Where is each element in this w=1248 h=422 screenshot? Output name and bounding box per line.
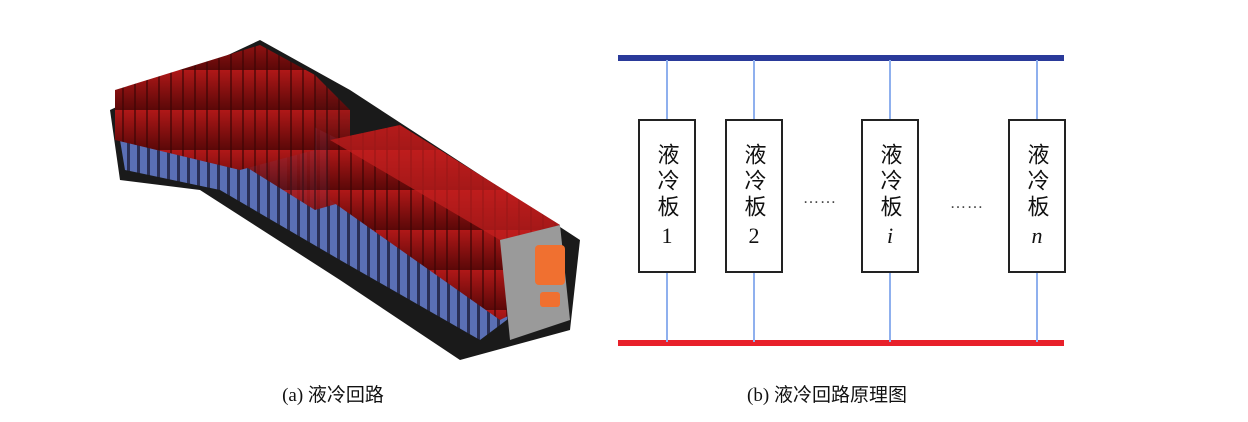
ellipsis: ……: [950, 195, 984, 212]
battery-pack-image: [110, 40, 580, 360]
cooling-plate-1: 液冷板 1: [638, 119, 696, 273]
plate-index: 1: [661, 222, 673, 248]
plate-index: i: [886, 222, 894, 248]
cooling-plate-n: 液冷板 n: [1008, 119, 1066, 273]
figure-b-caption: (b) 液冷回路原理图: [747, 385, 907, 406]
plate-label: 液冷板: [877, 142, 903, 221]
figure-a-caption: (a) 液冷回路: [282, 385, 384, 406]
plate-index: 2: [748, 222, 760, 248]
ellipsis: ……: [803, 190, 837, 207]
cooling-plate-i: 液冷板 i: [861, 119, 919, 273]
cooling-plate-2: 液冷板 2: [725, 119, 783, 273]
plate-index: n: [1031, 222, 1043, 248]
plate-label: 液冷板: [654, 142, 680, 221]
plate-label: 液冷板: [1024, 142, 1050, 221]
inlet-pipe-top: [618, 55, 1064, 61]
plate-label: 液冷板: [741, 142, 767, 221]
outlet-pipe-bottom: [618, 340, 1064, 346]
